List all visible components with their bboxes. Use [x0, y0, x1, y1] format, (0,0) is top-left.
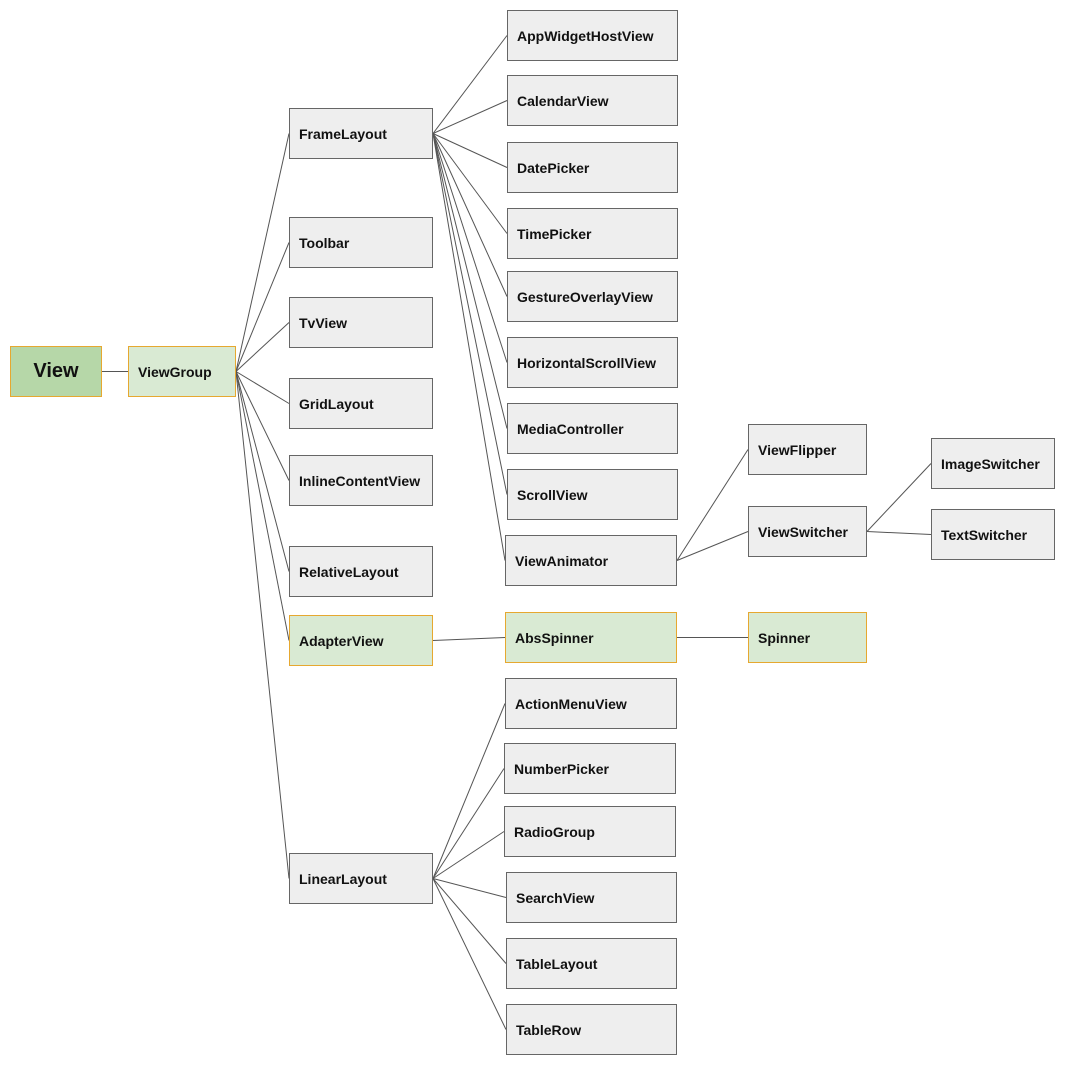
edge-linearlayout-radiogroup: [432, 831, 505, 879]
edge-viewswitcher-imageswitcher: [866, 463, 932, 532]
node-viewanimator: ViewAnimator: [505, 535, 677, 586]
edge-viewgroup-toolbar: [235, 242, 290, 372]
node-framelayout: FrameLayout: [289, 108, 433, 159]
node-timepicker: TimePicker: [507, 208, 678, 259]
edge-viewgroup-framelayout: [235, 133, 290, 372]
node-absspinner: AbsSpinner: [505, 612, 677, 663]
node-gridlayout: GridLayout: [289, 378, 433, 429]
edge-framelayout-viewanimator: [432, 133, 506, 561]
edge-framelayout-appwidgethostview: [432, 35, 508, 134]
node-datepicker: DatePicker: [507, 142, 678, 193]
node-horizontalscrollview: HorizontalScrollView: [507, 337, 678, 388]
node-mediacontroller: MediaController: [507, 403, 678, 454]
node-linearlayout: LinearLayout: [289, 853, 433, 904]
node-viewgroup: ViewGroup: [128, 346, 236, 397]
edge-linearlayout-searchview: [432, 878, 507, 898]
edge-viewgroup-tvview: [235, 322, 290, 372]
edge-framelayout-mediacontroller: [432, 133, 508, 429]
node-viewswitcher: ViewSwitcher: [748, 506, 867, 557]
edge-linearlayout-tablerow: [432, 878, 507, 1030]
edge-adapterview-absspinner: [432, 637, 506, 641]
node-tablelayout: TableLayout: [506, 938, 677, 989]
node-imageswitcher: ImageSwitcher: [931, 438, 1055, 489]
node-textswitcher: TextSwitcher: [931, 509, 1055, 560]
node-adapterview: AdapterView: [289, 615, 433, 666]
edge-framelayout-gestureoverlayview: [432, 133, 508, 297]
node-gestureoverlayview: GestureOverlayView: [507, 271, 678, 322]
edge-framelayout-timepicker: [432, 133, 508, 234]
node-relativelayout: RelativeLayout: [289, 546, 433, 597]
node-scrollview: ScrollView: [507, 469, 678, 520]
edge-framelayout-horizontalscrollview: [432, 133, 508, 363]
node-searchview: SearchView: [506, 872, 677, 923]
node-tvview: TvView: [289, 297, 433, 348]
node-viewflipper: ViewFlipper: [748, 424, 867, 475]
node-radiogroup: RadioGroup: [504, 806, 676, 857]
edge-viewgroup-linearlayout: [235, 371, 290, 879]
node-view: View: [10, 346, 102, 397]
node-appwidgethostview: AppWidgetHostView: [507, 10, 678, 61]
edge-viewgroup-gridlayout: [235, 371, 290, 404]
edge-framelayout-datepicker: [432, 133, 508, 168]
edge-viewanimator-viewflipper: [676, 449, 749, 561]
node-actionmenuview: ActionMenuView: [505, 678, 677, 729]
node-tablerow: TableRow: [506, 1004, 677, 1055]
edge-linearlayout-numberpicker: [432, 768, 505, 879]
edge-framelayout-scrollview: [432, 133, 508, 495]
edge-viewgroup-inlinecontentview: [235, 371, 290, 481]
node-numberpicker: NumberPicker: [504, 743, 676, 794]
edge-viewgroup-adapterview: [235, 371, 290, 641]
edge-linearlayout-actionmenuview: [432, 703, 506, 879]
node-calendarview: CalendarView: [507, 75, 678, 126]
edge-viewswitcher-textswitcher: [866, 531, 932, 535]
node-spinner: Spinner: [748, 612, 867, 663]
edge-linearlayout-tablelayout: [432, 878, 507, 964]
edge-viewanimator-viewswitcher: [676, 531, 749, 561]
node-inlinecontentview: InlineContentView: [289, 455, 433, 506]
edge-framelayout-calendarview: [432, 100, 508, 134]
node-toolbar: Toolbar: [289, 217, 433, 268]
edge-viewgroup-relativelayout: [235, 371, 290, 572]
